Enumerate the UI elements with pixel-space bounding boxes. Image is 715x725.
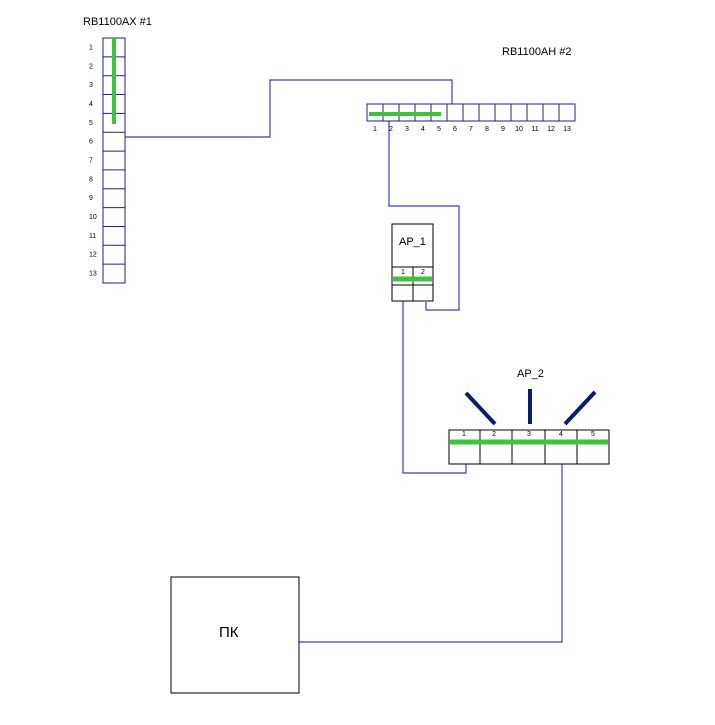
- wire-sw2-2-to-ap1-2: [388, 119, 460, 311]
- switch-1-port-dividers: [103, 56, 125, 265]
- switch-2-port-label: 7: [469, 126, 473, 133]
- access-point-2: AP_2 1 2 3 4 5: [448, 368, 610, 465]
- switch-1-port-label: 12: [89, 252, 97, 259]
- switch-1-port-label: 4: [89, 101, 93, 108]
- wires: [118, 79, 563, 643]
- switch-2-port-label: 10: [515, 126, 523, 133]
- ap-1-port-label: 1: [401, 269, 405, 276]
- wire-sw1-6-to-sw2-6: [118, 79, 453, 138]
- switch-1-port-label: 3: [89, 82, 93, 89]
- switch-2-port-label: 8: [485, 126, 489, 133]
- switch-2-port-label: 12: [547, 126, 555, 133]
- switch-2-port-label: 9: [501, 126, 505, 133]
- switch-2-port-label: 6: [453, 126, 457, 133]
- ap-2-port-label: 2: [492, 431, 496, 438]
- pc: ПК: [170, 576, 300, 694]
- ap-2-frame: [448, 429, 610, 465]
- switch-1-port-label: 7: [89, 158, 93, 165]
- switch-1-title: RB1100AX #1: [83, 16, 152, 28]
- switch-1-port-label: 6: [89, 139, 93, 146]
- pc-title: ПК: [219, 624, 239, 641]
- switch-1-port-label: 13: [89, 271, 97, 278]
- ap-2-title: AP_2: [517, 368, 544, 380]
- switch-1-port-label: 2: [89, 63, 93, 70]
- switch-1-port-label: 8: [89, 176, 93, 183]
- wire-ap2-4-to-pc: [287, 450, 563, 643]
- ap-1-port-label: 2: [421, 269, 425, 276]
- switch-2-title: RB1100AH #2: [502, 46, 572, 58]
- switch-1-port-label: 1: [89, 44, 93, 51]
- switch-1-port-label: 5: [89, 120, 93, 127]
- switch-2-port-label: 11: [531, 126, 538, 133]
- ap-2-port-label: 4: [559, 431, 563, 438]
- switch-2-port-label: 2: [389, 126, 393, 133]
- antenna-icon: [563, 390, 597, 426]
- switch-1-port-label: 10: [89, 214, 97, 221]
- antenna-icon: [464, 391, 497, 426]
- ap-2-port-label: 1: [462, 431, 466, 438]
- wire-ap1-1-to-ap2-1: [402, 300, 467, 474]
- switch-2-port-label: 5: [437, 126, 441, 133]
- pc-frame: [170, 576, 300, 694]
- ap-1-title: AP_1: [399, 236, 426, 248]
- ap-2-port-label: 5: [591, 431, 595, 438]
- access-point-1: AP_1 1 2: [391, 223, 434, 302]
- switch-2-port-label: 4: [421, 126, 425, 133]
- switch-2-port-label: 1: [373, 126, 377, 133]
- switch-2-port-label: 13: [563, 126, 571, 133]
- switch-1-port-label: 9: [89, 195, 93, 202]
- switch-2-port-label: 3: [405, 126, 409, 133]
- ap-2-port-label: 3: [527, 431, 531, 438]
- switch-1-port-label: 11: [89, 233, 96, 240]
- switch-2-frame: [366, 103, 576, 122]
